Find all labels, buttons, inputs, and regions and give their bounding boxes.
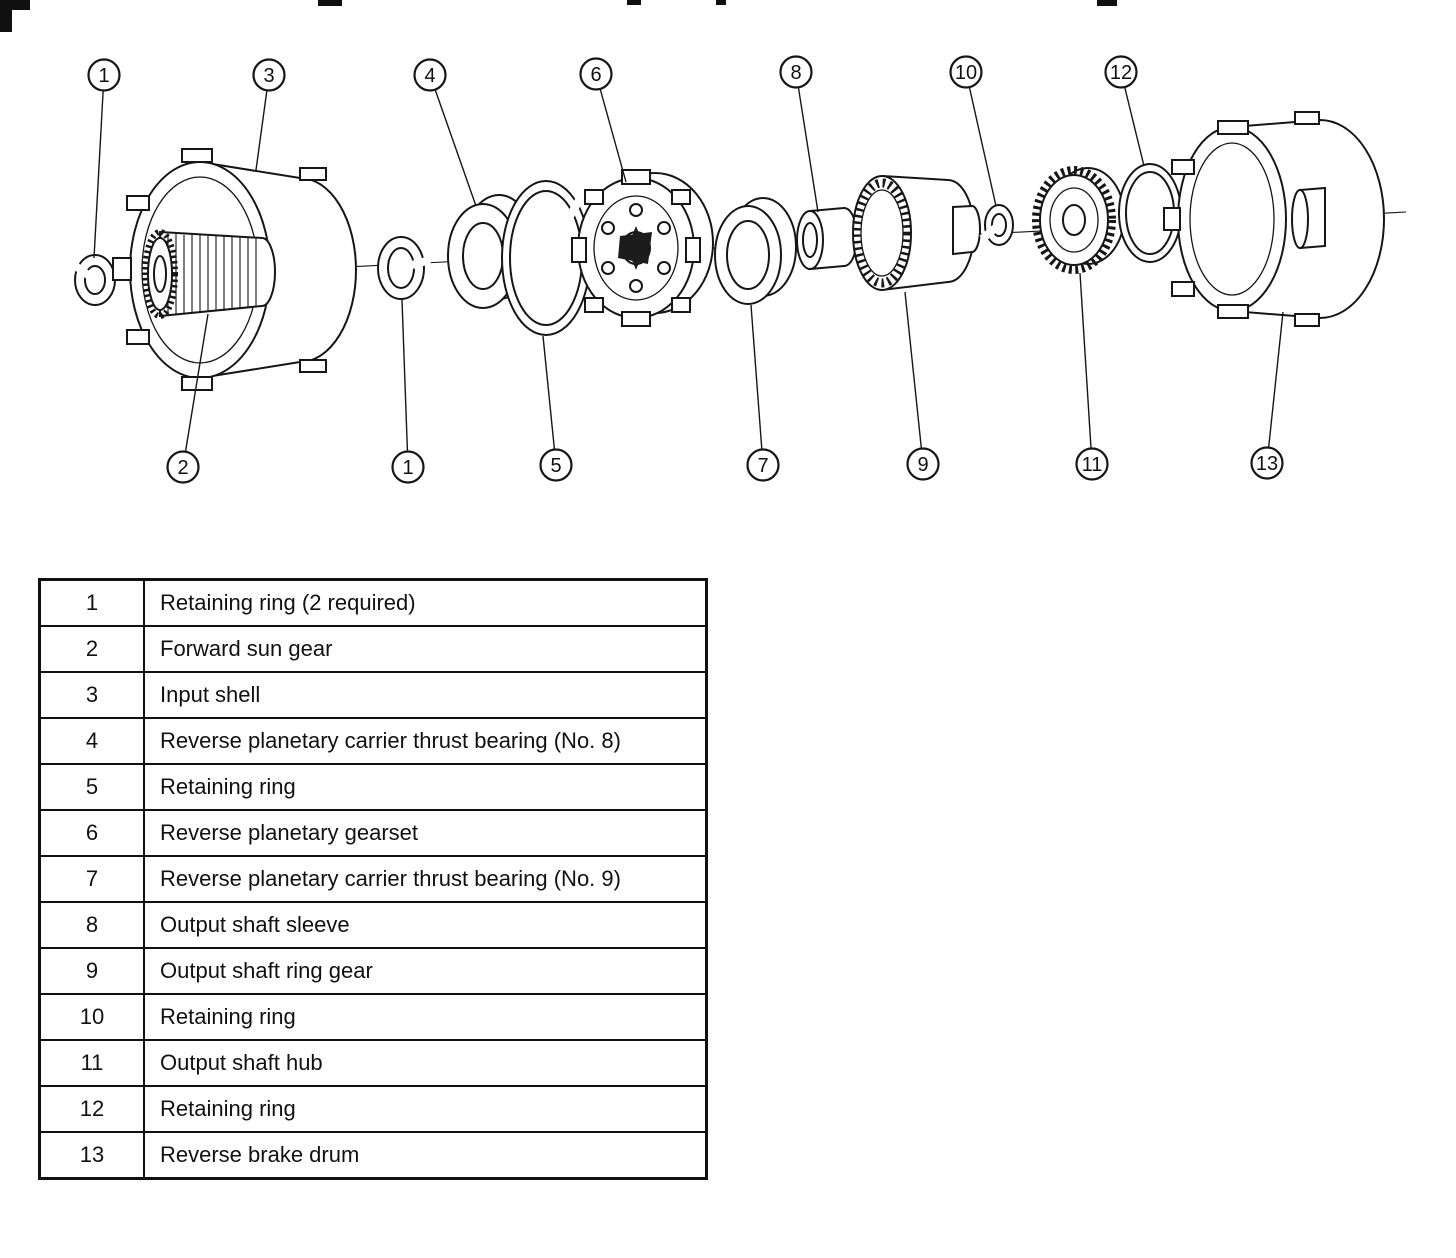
callout-number: 13 bbox=[1256, 453, 1278, 475]
part-description: Retaining ring (2 required) bbox=[143, 578, 708, 627]
callout-circle bbox=[252, 58, 286, 92]
callout-circle bbox=[1250, 446, 1284, 480]
callout-number: 2 bbox=[177, 457, 188, 479]
part-number: 11 bbox=[38, 1039, 145, 1087]
reverse-planetary-gearset bbox=[571, 169, 714, 327]
callout-number: 1 bbox=[402, 457, 413, 479]
callout-leader-line bbox=[93, 74, 105, 259]
callout-number: 11 bbox=[1082, 454, 1103, 476]
retaining-ring-12 bbox=[1118, 163, 1188, 263]
callout-circle bbox=[391, 450, 425, 484]
callout-leader-line bbox=[965, 71, 997, 207]
callout-circle bbox=[1104, 55, 1138, 89]
retaining-ring-1-left bbox=[67, 254, 116, 306]
callout-leader-line bbox=[750, 304, 764, 466]
part-description: Output shaft hub bbox=[143, 1039, 708, 1087]
forward-sun-gear bbox=[142, 229, 276, 319]
callout-number: 8 bbox=[790, 62, 801, 84]
callout-leader-line bbox=[542, 335, 557, 466]
callout-number: 3 bbox=[263, 65, 274, 87]
callout-number: 7 bbox=[757, 455, 768, 477]
part-description: Reverse planetary gearset bbox=[143, 809, 708, 857]
output-shaft-sleeve bbox=[796, 206, 858, 271]
part-description: Retaining ring bbox=[143, 993, 708, 1041]
callout-leader-line bbox=[429, 74, 477, 207]
callout-circle bbox=[413, 58, 447, 92]
callout-leader-line bbox=[1079, 272, 1093, 465]
part-number: 3 bbox=[38, 671, 145, 719]
output-shaft-hub bbox=[1032, 166, 1125, 274]
part-number: 5 bbox=[38, 763, 145, 811]
callout-circle bbox=[87, 58, 121, 92]
callout-number: 10 bbox=[955, 62, 977, 84]
callout-circle bbox=[166, 450, 200, 484]
callout-circle bbox=[539, 448, 573, 482]
part-description: Reverse brake drum bbox=[143, 1131, 708, 1180]
part-number: 6 bbox=[38, 809, 145, 857]
callout-circle bbox=[906, 447, 940, 481]
part-number: 1 bbox=[38, 578, 145, 627]
part-description: Reverse planetary carrier thrust bearing… bbox=[143, 855, 708, 903]
callout-number: 6 bbox=[590, 64, 601, 86]
callout-circle bbox=[1075, 447, 1109, 481]
scan-artifacts bbox=[0, 0, 1117, 32]
callout-circle bbox=[779, 55, 813, 89]
part-number: 9 bbox=[38, 947, 145, 995]
retaining-ring-1-middle bbox=[377, 236, 432, 300]
callout-leader-line bbox=[1266, 311, 1284, 464]
thrust-bearing-no9 bbox=[714, 197, 797, 305]
callout-leader-line bbox=[182, 313, 209, 468]
part-description: Output shaft ring gear bbox=[143, 947, 708, 995]
part-description: Retaining ring bbox=[143, 763, 708, 811]
callout-leader-line bbox=[795, 71, 819, 213]
part-number: 7 bbox=[38, 855, 145, 903]
part-number: 13 bbox=[38, 1131, 145, 1180]
callout-circle bbox=[579, 57, 613, 91]
callout-leader-line bbox=[904, 291, 924, 465]
output-shaft-ring-gear bbox=[852, 174, 981, 292]
callout-number: 9 bbox=[917, 454, 928, 476]
part-number: 2 bbox=[38, 625, 145, 673]
callout-number: 5 bbox=[550, 455, 561, 477]
retaining-ring-5 bbox=[501, 180, 591, 336]
part-description: Retaining ring bbox=[143, 1085, 708, 1133]
callout-leader-line bbox=[401, 299, 409, 468]
part-number: 12 bbox=[38, 1085, 145, 1133]
part-number: 8 bbox=[38, 901, 145, 949]
part-description: Output shaft sleeve bbox=[143, 901, 708, 949]
retaining-ring-10 bbox=[979, 204, 1014, 246]
reverse-brake-drum bbox=[1163, 111, 1385, 327]
callout-circle bbox=[949, 55, 983, 89]
part-description: Input shell bbox=[143, 671, 708, 719]
callout-number: 12 bbox=[1110, 62, 1132, 84]
callout-circle bbox=[746, 448, 780, 482]
part-description: Reverse planetary carrier thrust bearing… bbox=[143, 717, 708, 765]
part-number: 10 bbox=[38, 993, 145, 1041]
callout-number: 4 bbox=[424, 65, 435, 87]
callout-number: 1 bbox=[98, 65, 109, 87]
part-number: 4 bbox=[38, 717, 145, 765]
part-description: Forward sun gear bbox=[143, 625, 708, 673]
callout-leader-line bbox=[595, 73, 627, 183]
